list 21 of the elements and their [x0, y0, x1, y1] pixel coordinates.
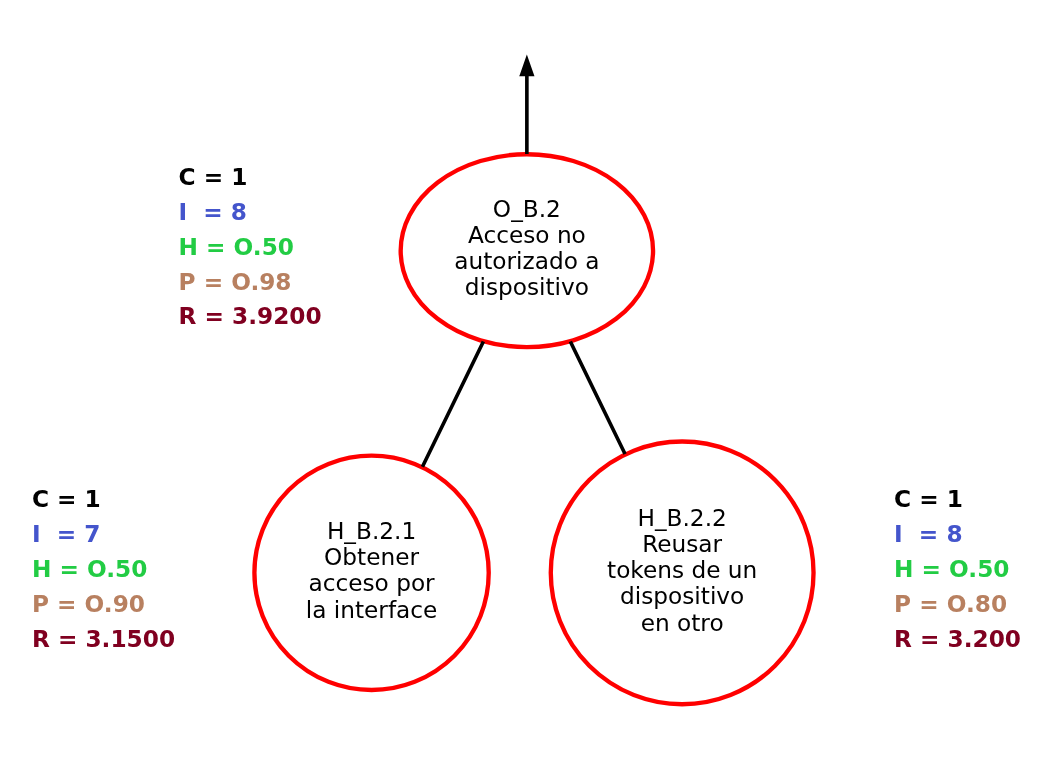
node-ellipse: O_B.2 Acceso no autorizado a dispositivo: [398, 151, 656, 349]
node-label: R = 3.9200: [178, 301, 322, 329]
node-label: H = O.50: [31, 554, 148, 582]
arrow: [519, 54, 535, 154]
connector: [568, 340, 627, 455]
node-label: P = O.90: [31, 589, 145, 617]
node-label: I = 7: [31, 519, 101, 547]
node-circle: H_B.2.1 Obtener acceso por la interface: [252, 453, 491, 692]
node-label: H = O.50: [894, 554, 1010, 582]
node-circle: H_B.2.2 Reusar tokens de un dispositivo en otro: [548, 438, 816, 706]
node-label: C = 1: [894, 484, 963, 512]
node-label: R = 3.200: [894, 624, 1022, 652]
node-label: P = O.98: [178, 267, 292, 295]
node-label: C = 1: [31, 484, 101, 512]
node-label: I = 8: [178, 197, 248, 225]
node-label: H = O.50: [178, 232, 294, 260]
node-label: I = 8: [894, 519, 963, 547]
node-label: P = O.80: [894, 589, 1008, 617]
node-label: R = 3.1500: [31, 624, 176, 652]
node-label: C = 1: [178, 162, 248, 190]
connector: [420, 340, 486, 468]
